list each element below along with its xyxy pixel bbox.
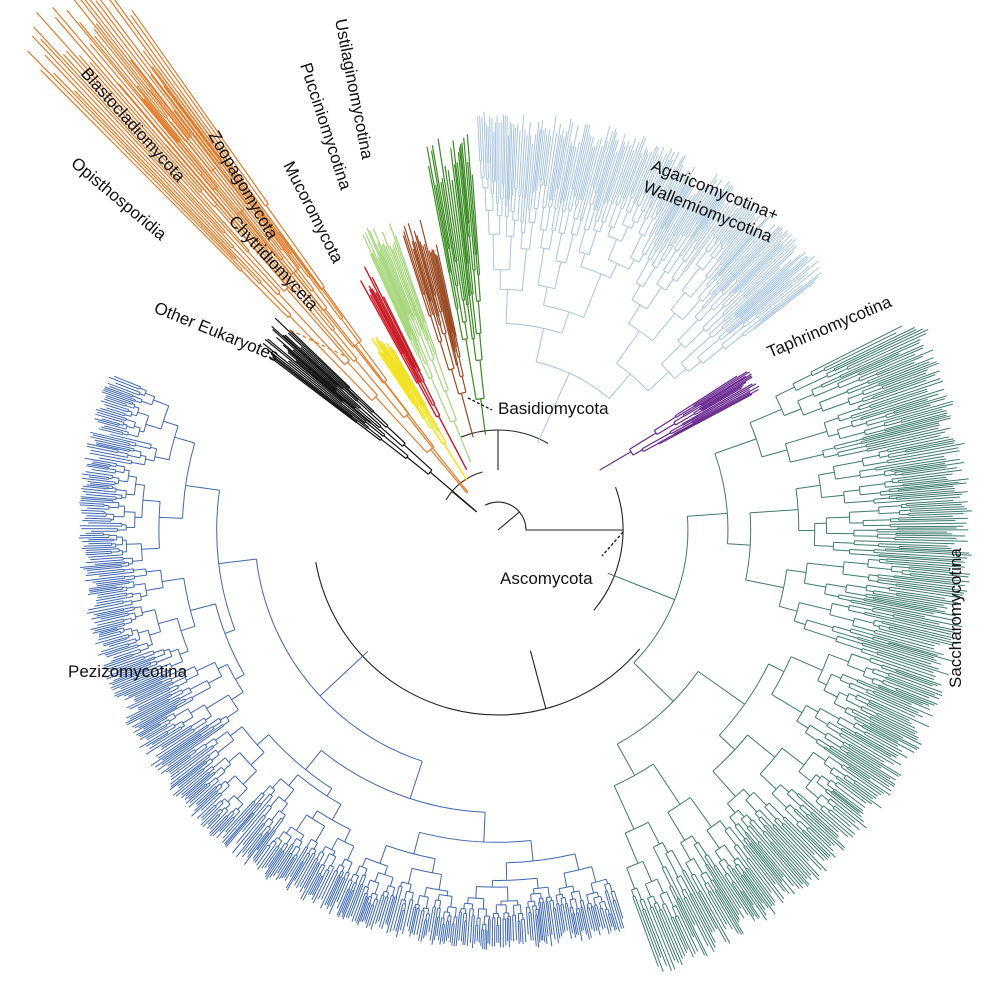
label-ascomycota: Ascomycota <box>500 569 593 588</box>
basidiomycota-leader <box>467 397 493 411</box>
ascomycota-leader <box>601 531 624 557</box>
label-basidiomycota: Basidiomycota <box>498 399 609 418</box>
clade-labels: Ustilaginomycotina Pucciniomycotina Blas… <box>67 17 965 688</box>
label-leader-lines <box>289 329 624 557</box>
chytridiomyceta-leader <box>289 329 346 357</box>
label-other-eukaryotes: Other Eukaryotes <box>152 298 282 365</box>
label-saccharomycotina: Saccharomycotina <box>946 548 965 688</box>
label-pezizomycotina: Pezizomycotina <box>68 662 188 681</box>
tree-branches <box>27 0 973 972</box>
